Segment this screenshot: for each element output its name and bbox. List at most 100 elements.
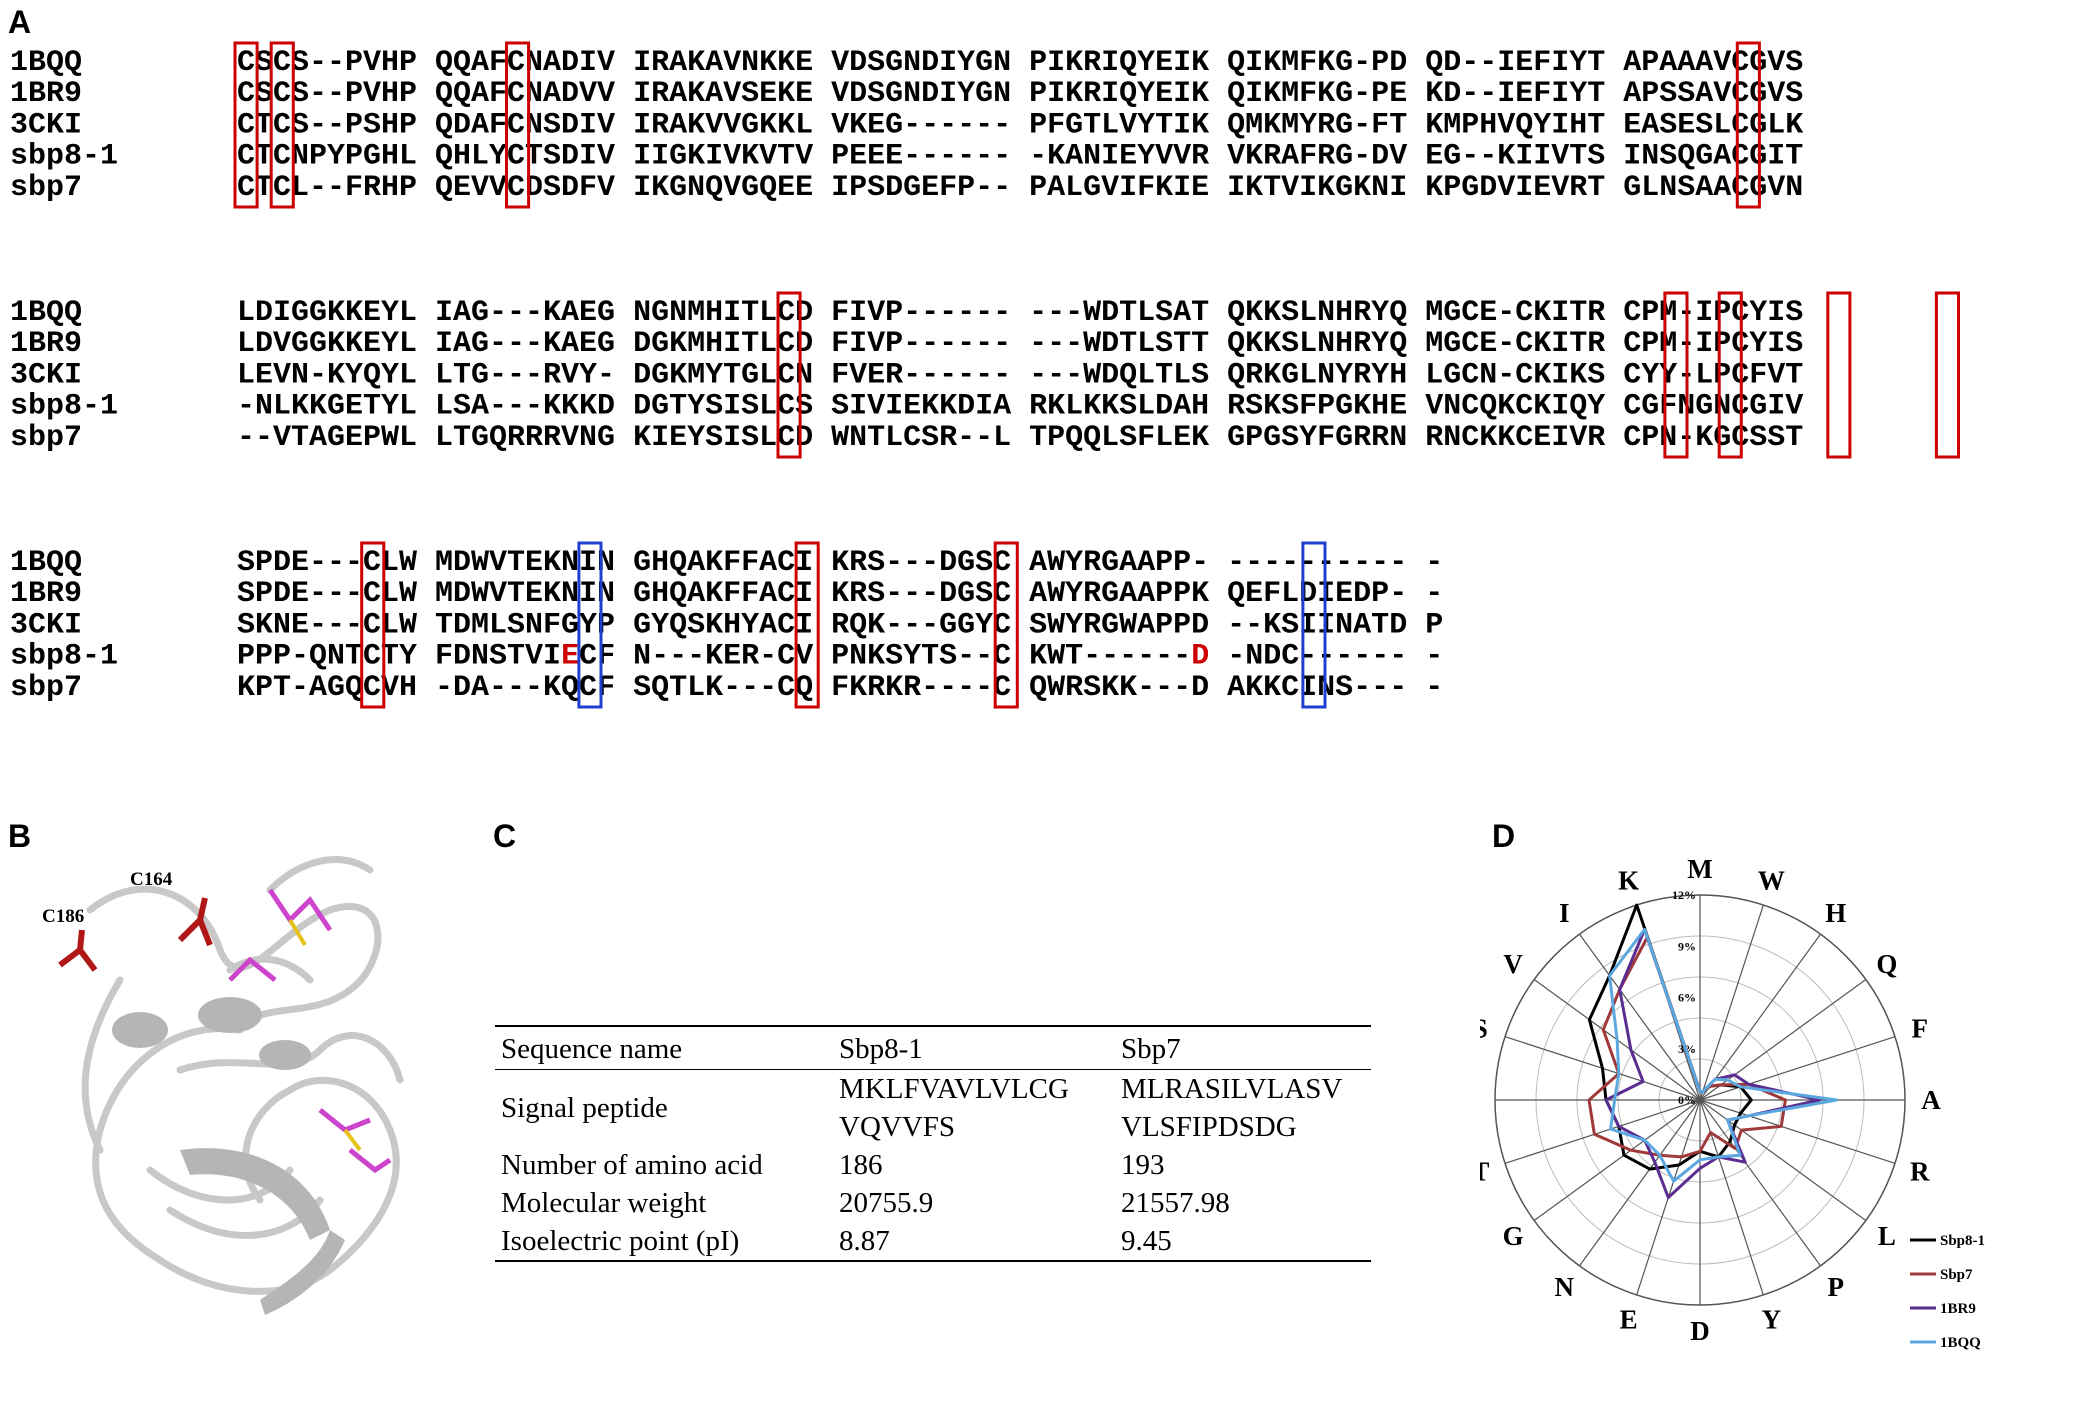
radar-series-1br9: [1604, 927, 1822, 1199]
sequence-row: SPDE---CLW MDWVTEKNIN GHQAKFFACI KRS---D…: [237, 577, 1443, 611]
amino-acid-radar-chart: MWHQFARLPYDENGTCSVIK0%3%6%9%12%Sbp8-1Sbp…: [1480, 860, 1985, 1351]
table-cell: 20755.9: [839, 1187, 934, 1219]
radar-axis-label: A: [1921, 1085, 1941, 1115]
sequence-name: 3CKI: [10, 358, 82, 392]
sequence-name: 1BR9: [10, 77, 82, 111]
conserved-cysteine-box: [1717, 291, 1743, 459]
conserved-cysteine-box: [360, 541, 386, 709]
sequence-row: CTCS--PSHP QDAFCNSDIV IRAKVVGKKL VKEG---…: [237, 108, 1803, 142]
sequence-name: sbp7: [10, 421, 82, 455]
radar-tick-label: 9%: [1678, 939, 1696, 953]
panel-a-label: A: [8, 4, 32, 40]
table-cell: 9.45: [1115, 1222, 1371, 1262]
radar-axis-label: Y: [1762, 1305, 1782, 1335]
radar-axis-label: E: [1620, 1305, 1638, 1335]
sequence-row: SKNE---CLW TDMLSNFGYP GYQSKHYACI RQK---G…: [237, 608, 1443, 642]
sequence-row: LDIGGKKEYL IAG---KAEG NGNMHITLCD FIVP---…: [237, 296, 1803, 330]
sequence-name: sbp8-1: [10, 390, 118, 424]
radar-axis-label: K: [1618, 865, 1639, 895]
table-header-cell: Sbp7: [1115, 1025, 1371, 1070]
radar-spoke: [1504, 1099, 1701, 1164]
radar-tick-label: 0%: [1678, 1093, 1696, 1107]
radar-axis-label: Q: [1876, 949, 1897, 979]
radar-axis-label: I: [1559, 898, 1570, 928]
sequence-name: 1BR9: [10, 327, 82, 361]
conserved-cysteine-box: [993, 541, 1019, 709]
table-header-cell: Sbp8-1: [833, 1025, 1115, 1070]
radar-axis-label: L: [1878, 1221, 1896, 1251]
radar-series-1bqq: [1608, 927, 1839, 1183]
table-row-label: Number of amino acid: [501, 1149, 763, 1181]
radar-axis-label: W: [1758, 865, 1785, 895]
sequence-name: sbp7: [10, 171, 82, 205]
table-cell: 186: [839, 1149, 883, 1181]
radar-spoke: [1533, 1099, 1701, 1221]
radar-spoke: [1699, 1099, 1896, 1164]
conserved-cysteine-box: [794, 541, 820, 709]
panel-d-label: D: [1492, 818, 1516, 854]
table-cell: 21557.98: [1121, 1187, 1230, 1219]
sequence-name: sbp7: [10, 671, 82, 705]
panel-c-label: C: [493, 818, 517, 854]
table-row-label: Molecular weight: [501, 1187, 707, 1219]
conserved-cysteine-box: [505, 41, 531, 209]
sequence-name: 3CKI: [10, 608, 82, 642]
table-row: Number of amino acid 186 193: [495, 1146, 1371, 1184]
radar-axis-label: F: [1911, 1014, 1928, 1044]
variable-cysteine-box: [577, 541, 603, 709]
protein-structure-illustration: C164 C186: [42, 856, 404, 1315]
sequence-row: CTCNPYPGHL QHLYCTSDIV IIGKIVKVTV PEEE---…: [237, 140, 1803, 174]
sequence-row: PPP-QNTCTY FDNSTVIECF N---KER-CV PNKSYTS…: [237, 640, 1443, 674]
sequence-row: --VTAGEPWL LTGQRRRVNG KIEYSISLCD WNTLCSR…: [237, 421, 1803, 455]
sequence-name: 1BQQ: [10, 546, 82, 580]
radar-axis-label: V: [1503, 949, 1523, 979]
panel-b-label: B: [8, 818, 32, 854]
legend-entry: 1BQQ: [1940, 1335, 1981, 1351]
highlighted-cysteine: E: [561, 640, 579, 674]
conserved-cysteine-box: [1826, 291, 1852, 459]
residue-label-c186: C186: [42, 906, 84, 927]
sequence-row: CTCL--FRHP QEVVCDSDFV IKGNQVGQEE IPSDGEF…: [237, 171, 1803, 205]
radar-tick-label: 6%: [1678, 991, 1696, 1005]
highlighted-cysteine: D: [1191, 640, 1209, 674]
radar-spoke: [1699, 933, 1821, 1101]
table-row: Molecular weight 20755.9 21557.98: [495, 1184, 1371, 1222]
table-cell: 8.87: [833, 1222, 1115, 1262]
radar-spoke: [1699, 1036, 1896, 1101]
sequence-name: 1BR9: [10, 577, 82, 611]
sequence-name: 1BQQ: [10, 296, 82, 330]
sequence-name: 1BQQ: [10, 46, 82, 80]
radar-axis-label: H: [1825, 898, 1846, 928]
radar-tick-label: 12%: [1672, 888, 1696, 902]
legend-entry: 1BR9: [1940, 1301, 1976, 1317]
radar-axis-label: N: [1554, 1272, 1574, 1302]
conserved-cysteine-box: [1934, 291, 1961, 459]
legend-entry: Sbp7: [1940, 1267, 1973, 1283]
sequence-name: sbp8-1: [10, 140, 118, 174]
conserved-cysteine-box: [776, 291, 802, 459]
legend-entry: Sbp8-1: [1940, 1233, 1985, 1249]
table-header-cell: Sequence name: [495, 1025, 833, 1070]
radar-axis-label: D: [1690, 1316, 1710, 1346]
table-cell: 193: [1121, 1149, 1165, 1181]
radar-axis-label: M: [1687, 860, 1712, 884]
table-row-label: Isoelectric point (pI): [495, 1222, 833, 1262]
radar-spoke: [1699, 1099, 1821, 1267]
sequence-row: SPDE---CLW MDWVTEKNIN GHQAKFFACI KRS---D…: [237, 546, 1443, 580]
radar-axis-label: G: [1503, 1221, 1524, 1251]
radar-spoke: [1579, 1099, 1701, 1267]
table-row-label: Signal peptide: [501, 1092, 668, 1124]
protein-properties-table: Sequence name Sbp8-1 Sbp7 Signal peptide…: [495, 1025, 1371, 1262]
variable-cysteine-box: [1301, 541, 1327, 709]
conserved-cysteine-box: [233, 41, 259, 209]
sequence-row: LDVGGKKEYL IAG---KAEG DGKMHITLCD FIVP---…: [237, 327, 1803, 361]
residue-label-c164: C164: [130, 869, 173, 890]
sequence-name: 3CKI: [10, 108, 82, 142]
conserved-cysteine-box: [1663, 291, 1689, 459]
radar-axis-label: S: [1480, 1014, 1488, 1044]
sequence-row: LEVN-KYQYL LTG---RVY- DGKMYTGLCN FVER---…: [237, 358, 1803, 392]
